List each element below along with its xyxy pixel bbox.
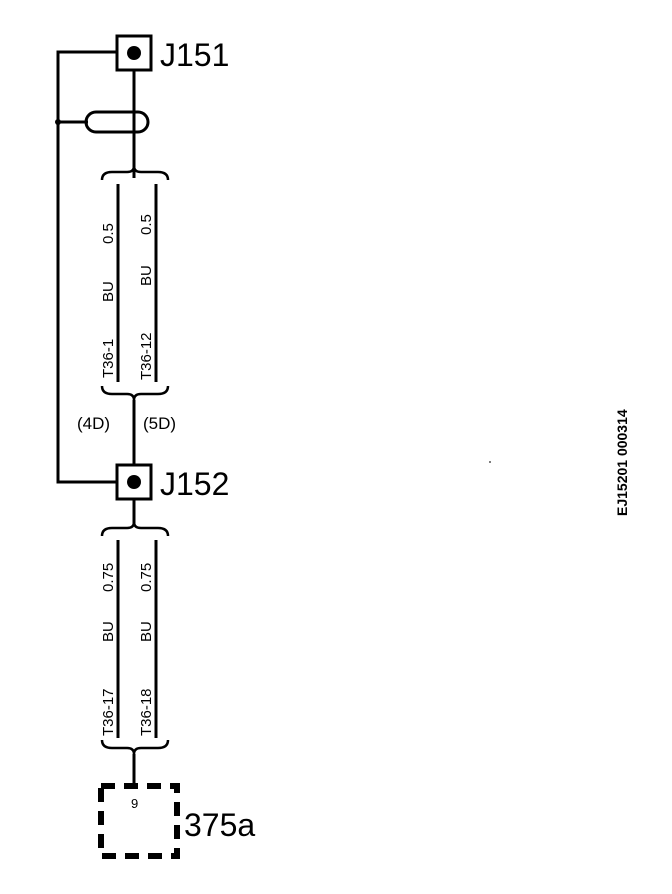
connector-j151: J151 [115, 34, 229, 73]
wire-t36-18-color: BU [138, 621, 155, 642]
connector-j151-label: J151 [160, 37, 229, 73]
shield-splice-dot [55, 119, 61, 125]
component-375a-box [98, 783, 180, 859]
wire-t36-12-terminal: T36-12 [138, 332, 155, 380]
wire-t36-17-color: BU [100, 621, 117, 642]
bottom-brace-upper [100, 521, 170, 537]
wire-t36-17-size: 0.75 [100, 563, 117, 592]
component-375a: 9 375a [98, 783, 255, 859]
wire-t36-18-size: 0.75 [138, 563, 155, 592]
ref-5d: (5D) [143, 414, 176, 433]
component-375a-label: 375a [184, 807, 255, 843]
connector-j152: J152 [115, 463, 229, 502]
wire-t36-12-size: 0.5 [138, 214, 155, 235]
top-brace-lower [100, 385, 170, 401]
bottom-brace-lower [100, 739, 170, 755]
wire-t36-1-terminal: T36-1 [100, 339, 117, 378]
wire-t36-17-terminal: T36-17 [100, 688, 117, 736]
wire-t36-18-terminal: T36-18 [138, 688, 155, 736]
wire-t36-1-size: 0.5 [100, 223, 117, 244]
component-pin-9: 9 [131, 796, 138, 811]
wire-t36-12-color: BU [138, 265, 155, 286]
diagram-code: EJ15201 000314 [614, 409, 630, 516]
left-return-wire [56, 50, 134, 484]
wire-t36-1-color: BU [100, 281, 117, 302]
connector-j151-node [127, 46, 141, 60]
stray-dot [489, 461, 491, 463]
twisted-pair-shield-oval [84, 110, 150, 134]
connector-j152-label: J152 [160, 466, 229, 502]
connector-j152-node [127, 475, 141, 489]
ref-4d: (4D) [77, 414, 110, 433]
top-brace-upper [100, 165, 170, 181]
